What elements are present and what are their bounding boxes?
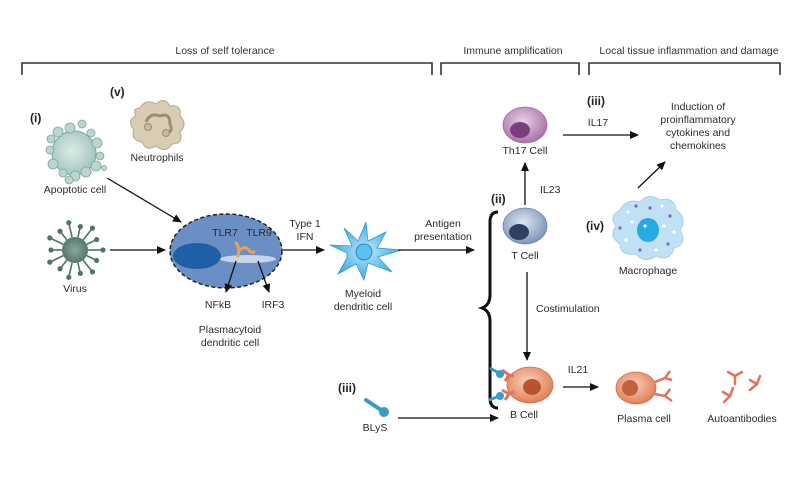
tlr-receptor-icon (234, 241, 256, 258)
antigen-presentation-label-line2: presentation (414, 231, 472, 243)
marker-iii-top: (iii) (587, 94, 605, 108)
il21-label: IL21 (568, 364, 589, 376)
virus-spike-tip (57, 228, 63, 234)
macrophage-granule (654, 248, 658, 252)
neutrophils-label: Neutrophils (130, 152, 183, 164)
type1-ifn-label-line2: IFN (297, 231, 314, 243)
irf3-label: IRF3 (262, 299, 285, 311)
arrow-macrophage-to-cytokines (637, 161, 666, 189)
macrophage-granule (660, 204, 664, 208)
tlr7-label: TLR7 (212, 227, 238, 239)
il17-label: IL17 (588, 117, 609, 129)
macrophage-label: Macrophage (619, 265, 678, 277)
macrophage-granule (626, 210, 630, 214)
b-cell-icon (488, 366, 554, 404)
section-label: Loss of self tolerance (175, 45, 274, 57)
virus-body (62, 237, 88, 263)
macrophage-granule (648, 206, 652, 210)
virus-spike-tip (47, 259, 53, 265)
outcome-line3: cytokines and (666, 127, 730, 139)
b-cell-receptor-icon (488, 388, 515, 402)
t-cell-icon (502, 207, 548, 245)
curly-brace (477, 210, 499, 410)
arrow-tlr-to-irf3 (257, 260, 271, 293)
blys-icon (364, 398, 389, 417)
macrophage-icon (612, 196, 684, 260)
virus-spike-tip (89, 269, 96, 275)
nfkb-label: NFkB (205, 299, 231, 311)
autoantibodies-label: Autoantibodies (707, 413, 776, 425)
marker-ii: (ii) (491, 192, 506, 206)
virus-spike-tip (48, 247, 54, 253)
arrow-apoptotic-to-pdc (106, 177, 182, 223)
outcome-line1: Induction of (671, 101, 725, 113)
macrophage-granule (666, 242, 670, 246)
pdc-label-line1: Plasmacytoid (199, 324, 262, 336)
section-bracket (588, 62, 781, 75)
type1-ifn-label-line1: Type 1 (289, 218, 321, 230)
virus-spike-tip (66, 220, 72, 226)
virus-spike-tip (77, 224, 83, 230)
macrophage-granule (643, 224, 647, 228)
marker-iv: (iv) (586, 219, 604, 233)
pdc-label-line2: dendritic cell (201, 337, 259, 349)
mdc-label-line2: dendritic cell (334, 301, 392, 313)
marker-i: (i) (30, 111, 41, 125)
virus-label: Virus (63, 283, 87, 295)
marker-iii-bottom: (iii) (338, 381, 356, 395)
outcome-line4: chemokines (670, 140, 726, 152)
macrophage-granule (638, 248, 642, 252)
t-cell-label: T Cell (511, 250, 538, 262)
plasma-cell-icon (615, 370, 673, 405)
plasmacytoid-dendritic-cell-icon (169, 213, 283, 289)
virus-spike-tip (66, 274, 72, 280)
virus-spike-tip (57, 266, 63, 272)
virus-spike-tip (94, 236, 100, 243)
section-loss-of-self-tolerance: Loss of self tolerance (21, 45, 433, 75)
apoptotic-cell-icon (45, 119, 107, 185)
apoptotic-cell-label: Apoptotic cell (44, 184, 106, 196)
costimulation-label: Costimulation (536, 303, 600, 315)
virus-spike-tip (47, 235, 53, 241)
section-immune-amplification: Immune amplification (440, 45, 580, 75)
th17-cell-icon (502, 106, 548, 144)
b-cell-label: B Cell (510, 409, 538, 421)
mdc-label-line1: Myeloid (345, 288, 381, 300)
macrophage-granule (618, 226, 622, 230)
outcome-line2: proinflammatory (660, 114, 736, 126)
antigen-presentation-label-line1: Antigen (425, 218, 461, 230)
b-cell-receptor-icon (489, 366, 515, 382)
section-bracket (21, 62, 433, 75)
il23-label: IL23 (540, 184, 561, 196)
virus-spike-tip (94, 257, 100, 264)
macrophage-granule (668, 214, 672, 218)
plasma-cell-label: Plasma cell (617, 413, 671, 425)
virus-spike-tip (77, 270, 83, 276)
macrophage-granule (634, 204, 638, 208)
macrophage-granule (630, 220, 634, 224)
virus-spike-tip (89, 225, 96, 231)
section-local-tissue-inflammation: Local tissue inflammation and damage (588, 45, 781, 75)
section-bracket (440, 62, 580, 75)
virus-spike-tip (100, 247, 106, 253)
marker-v: (v) (110, 85, 125, 99)
section-label: Immune amplification (463, 45, 562, 57)
th17-cell-label: Th17 Cell (503, 145, 548, 157)
arrow-tlr-to-nfkb (224, 260, 237, 293)
blys-label: BLyS (363, 422, 388, 434)
autoantibodies-icon (721, 370, 762, 404)
virus-icon (47, 220, 106, 280)
tlr9-label: TLR9 (246, 227, 272, 239)
arrows (106, 131, 666, 422)
macrophage-granule (624, 238, 628, 242)
section-label: Local tissue inflammation and damage (599, 45, 778, 57)
macrophage-granule (672, 230, 676, 234)
neutrophil-icon (130, 100, 185, 150)
cytokine-induction-outcome: Induction of proinflammatory cytokines a… (660, 101, 736, 152)
macrophage-granule (662, 224, 666, 228)
myeloid-dendritic-cell-icon (329, 221, 403, 282)
